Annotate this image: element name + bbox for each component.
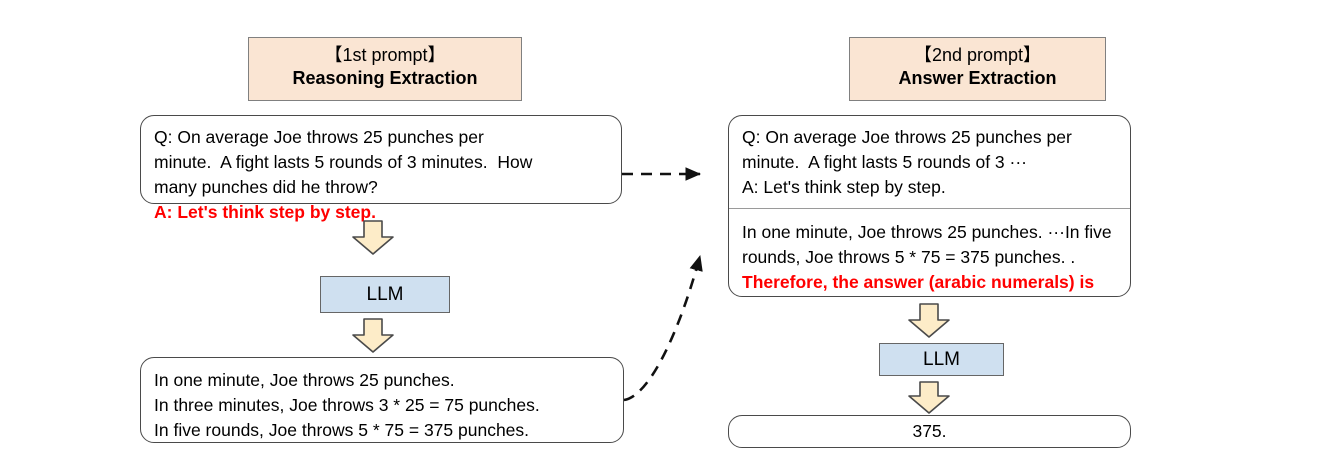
- stage1-llm-box: LLM: [320, 276, 450, 313]
- reasoning-line-3: In five rounds, Joe throws 5 * 75 = 375 …: [154, 420, 530, 440]
- stage1-arrow-llm-to-reasoning: [351, 318, 395, 354]
- reasoning-line-2: In three minutes, Joe throws 3 * 25 = 75…: [154, 395, 540, 415]
- stage2-prompt-name: Answer Extraction: [898, 67, 1057, 88]
- stage2-prompt-line-2: minute. A fight lasts 5 rounds of 3 ···: [742, 152, 1027, 172]
- stage1-llm-label: LLM: [366, 283, 404, 305]
- stage2-arrow-prompt-to-llm: [907, 303, 951, 339]
- question-line-3: many punches did he throw?: [154, 177, 378, 197]
- stage2-answer-trigger: Therefore, the answer (arabic numerals) …: [742, 272, 1095, 292]
- stage2-answer-box: 375.: [728, 415, 1131, 448]
- question-line-2: minute. A fight lasts 5 rounds of 3 minu…: [154, 152, 533, 172]
- stage2-llm-box: LLM: [879, 343, 1004, 376]
- stage2-llm-label: LLM: [923, 348, 960, 370]
- stage2-reasoning-line-2: rounds, Joe throws 5 * 75 = 375 punches.…: [742, 247, 1076, 267]
- reasoning-line-1: In one minute, Joe throws 25 punches.: [154, 370, 455, 390]
- stage2-prompt-header: 【2nd prompt】 Answer Extraction: [849, 37, 1106, 101]
- final-answer-text: 375.: [912, 421, 947, 441]
- stage1-prompt-header: 【1st prompt】 Reasoning Extraction: [248, 37, 522, 101]
- stage2-prompt-kind: 【2nd prompt】: [913, 45, 1042, 65]
- stage2-arrow-llm-to-answer: [907, 381, 951, 415]
- stage1-prompt-kind: 【1st prompt】: [324, 45, 446, 65]
- question-cot-trigger: A: Let's think step by step.: [154, 202, 376, 222]
- stage2-prompt-box: Q: On average Joe throws 25 punches per …: [728, 115, 1131, 297]
- stage2-prompt-upper-section: Q: On average Joe throws 25 punches per …: [729, 116, 1130, 208]
- stage2-prompt-lower-section: In one minute, Joe throws 25 punches. ··…: [729, 208, 1130, 304]
- stage2-prompt-line-1: Q: On average Joe throws 25 punches per: [742, 127, 1072, 147]
- question-line-1: Q: On average Joe throws 25 punches per: [154, 127, 484, 147]
- stage1-arrow-question-to-llm: [351, 220, 395, 256]
- stage1-prompt-name: Reasoning Extraction: [292, 67, 478, 88]
- stage1-question-box: Q: On average Joe throws 25 punches per …: [140, 115, 622, 222]
- dashed-arrow-reasoning-to-prompt: [623, 254, 703, 402]
- stage2-reasoning-line-1: In one minute, Joe throws 25 punches. ··…: [742, 222, 1112, 242]
- stage2-prompt-line-3: A: Let's think step by step.: [742, 177, 946, 197]
- stage1-reasoning-box: In one minute, Joe throws 25 punches. In…: [140, 357, 624, 443]
